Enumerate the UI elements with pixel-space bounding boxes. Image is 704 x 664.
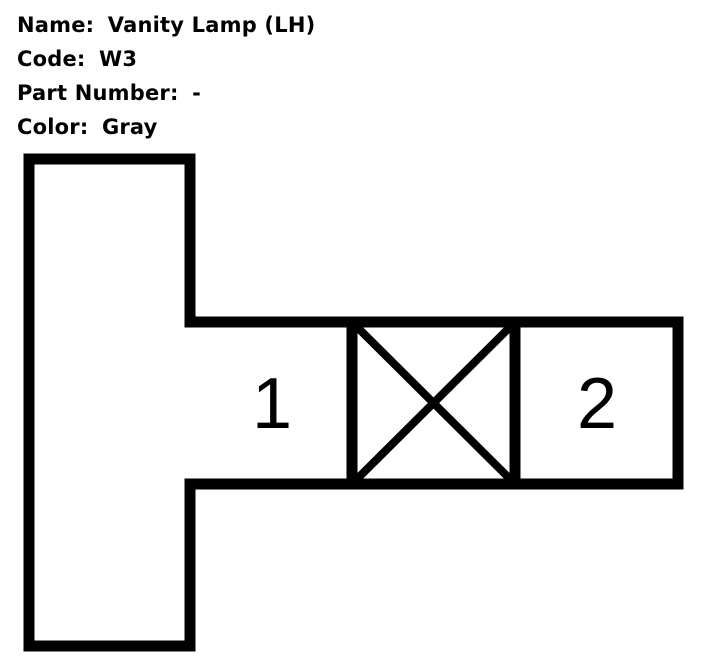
color-value: Gray — [101, 115, 158, 139]
name-row: Name: Vanity Lamp (LH) — [17, 8, 315, 42]
name-label: Name: — [17, 13, 95, 37]
connector-body-outline — [23, 153, 684, 652]
color-label: Color: — [17, 115, 89, 139]
name-value: Vanity Lamp (LH) — [107, 13, 316, 37]
pin-1-label: 1 — [252, 364, 292, 444]
code-value: W3 — [99, 47, 138, 71]
part-number-label: Part Number: — [17, 81, 179, 105]
part-number-value: - — [192, 81, 201, 105]
color-row: Color: Gray — [17, 110, 315, 144]
part-number-row: Part Number: - — [17, 76, 315, 110]
code-label: Code: — [17, 47, 86, 71]
connector-info: Name: Vanity Lamp (LH) Code: W3 Part Num… — [17, 8, 315, 144]
empty-cavity-cross — [349, 319, 518, 487]
pin-2-label: 2 — [577, 364, 617, 444]
code-row: Code: W3 — [17, 42, 315, 76]
